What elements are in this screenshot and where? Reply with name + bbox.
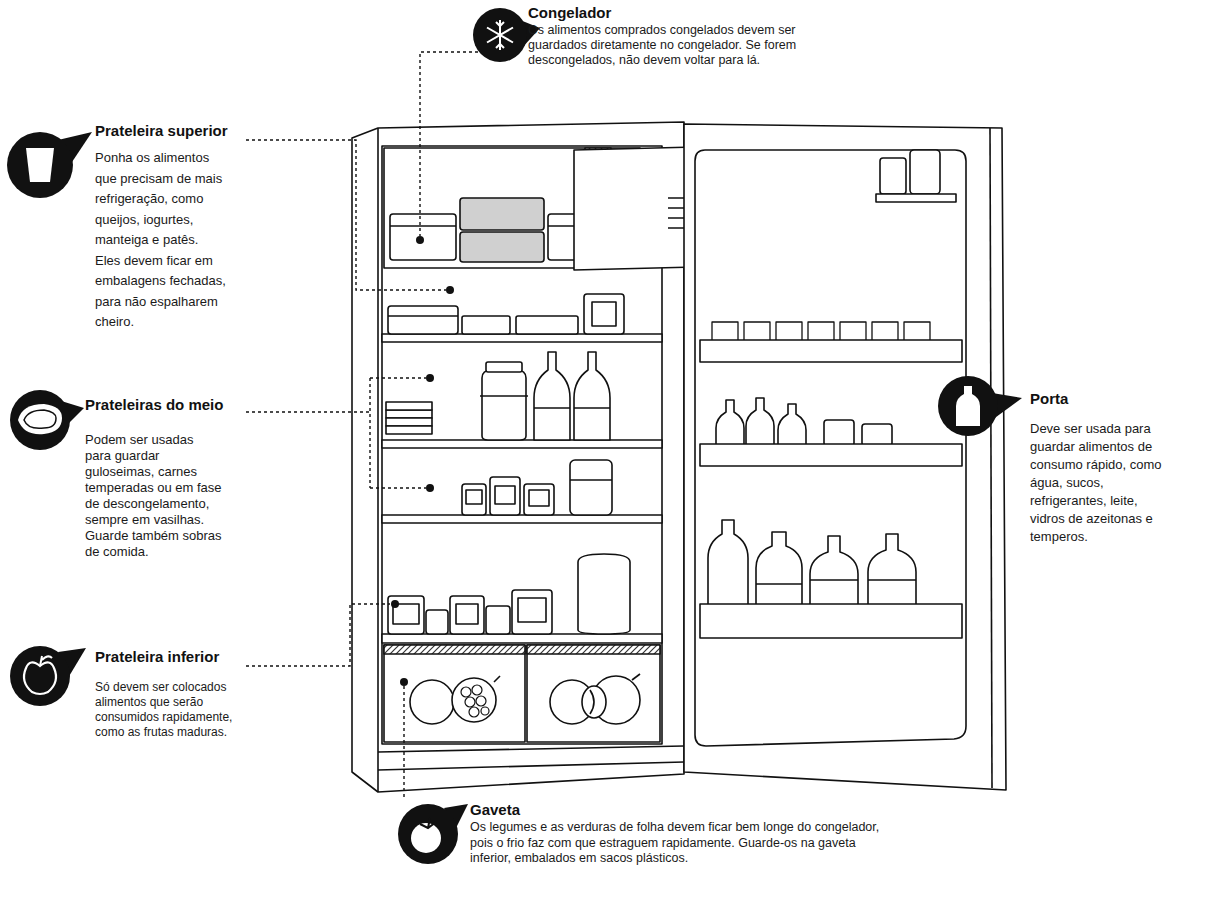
section-text: Os legumes e as verduras de folha devem … (470, 820, 900, 867)
section-heading: Prateleira superior (95, 122, 245, 140)
section-text: Podem ser usadas para guardar guloseimas… (85, 432, 223, 560)
steak-icon (10, 390, 84, 450)
leader-dots (391, 236, 454, 686)
section-heading: Gaveta (470, 801, 770, 819)
section-heading: Prateleira inferior (95, 648, 245, 666)
apple-icon (10, 646, 86, 706)
section-text: Deve ser usada para guardar alimentos de… (1030, 420, 1170, 546)
leader-lines (246, 52, 478, 800)
section-text: Ponha os alimentos que precisam de mais … (95, 148, 227, 333)
section-heading: Porta (1030, 390, 1150, 408)
tomato-icon (398, 804, 468, 864)
bottle-icon (938, 376, 1022, 436)
section-text: Os alimentos comprados congelados devem … (528, 23, 838, 68)
section-text: Só devem ser colocados alimentos que ser… (95, 680, 233, 740)
section-heading: Congelador (528, 4, 848, 22)
fridge-body (352, 122, 1006, 792)
section-heading: Prateleiras do meio (85, 396, 245, 414)
cup-icon (7, 132, 92, 198)
